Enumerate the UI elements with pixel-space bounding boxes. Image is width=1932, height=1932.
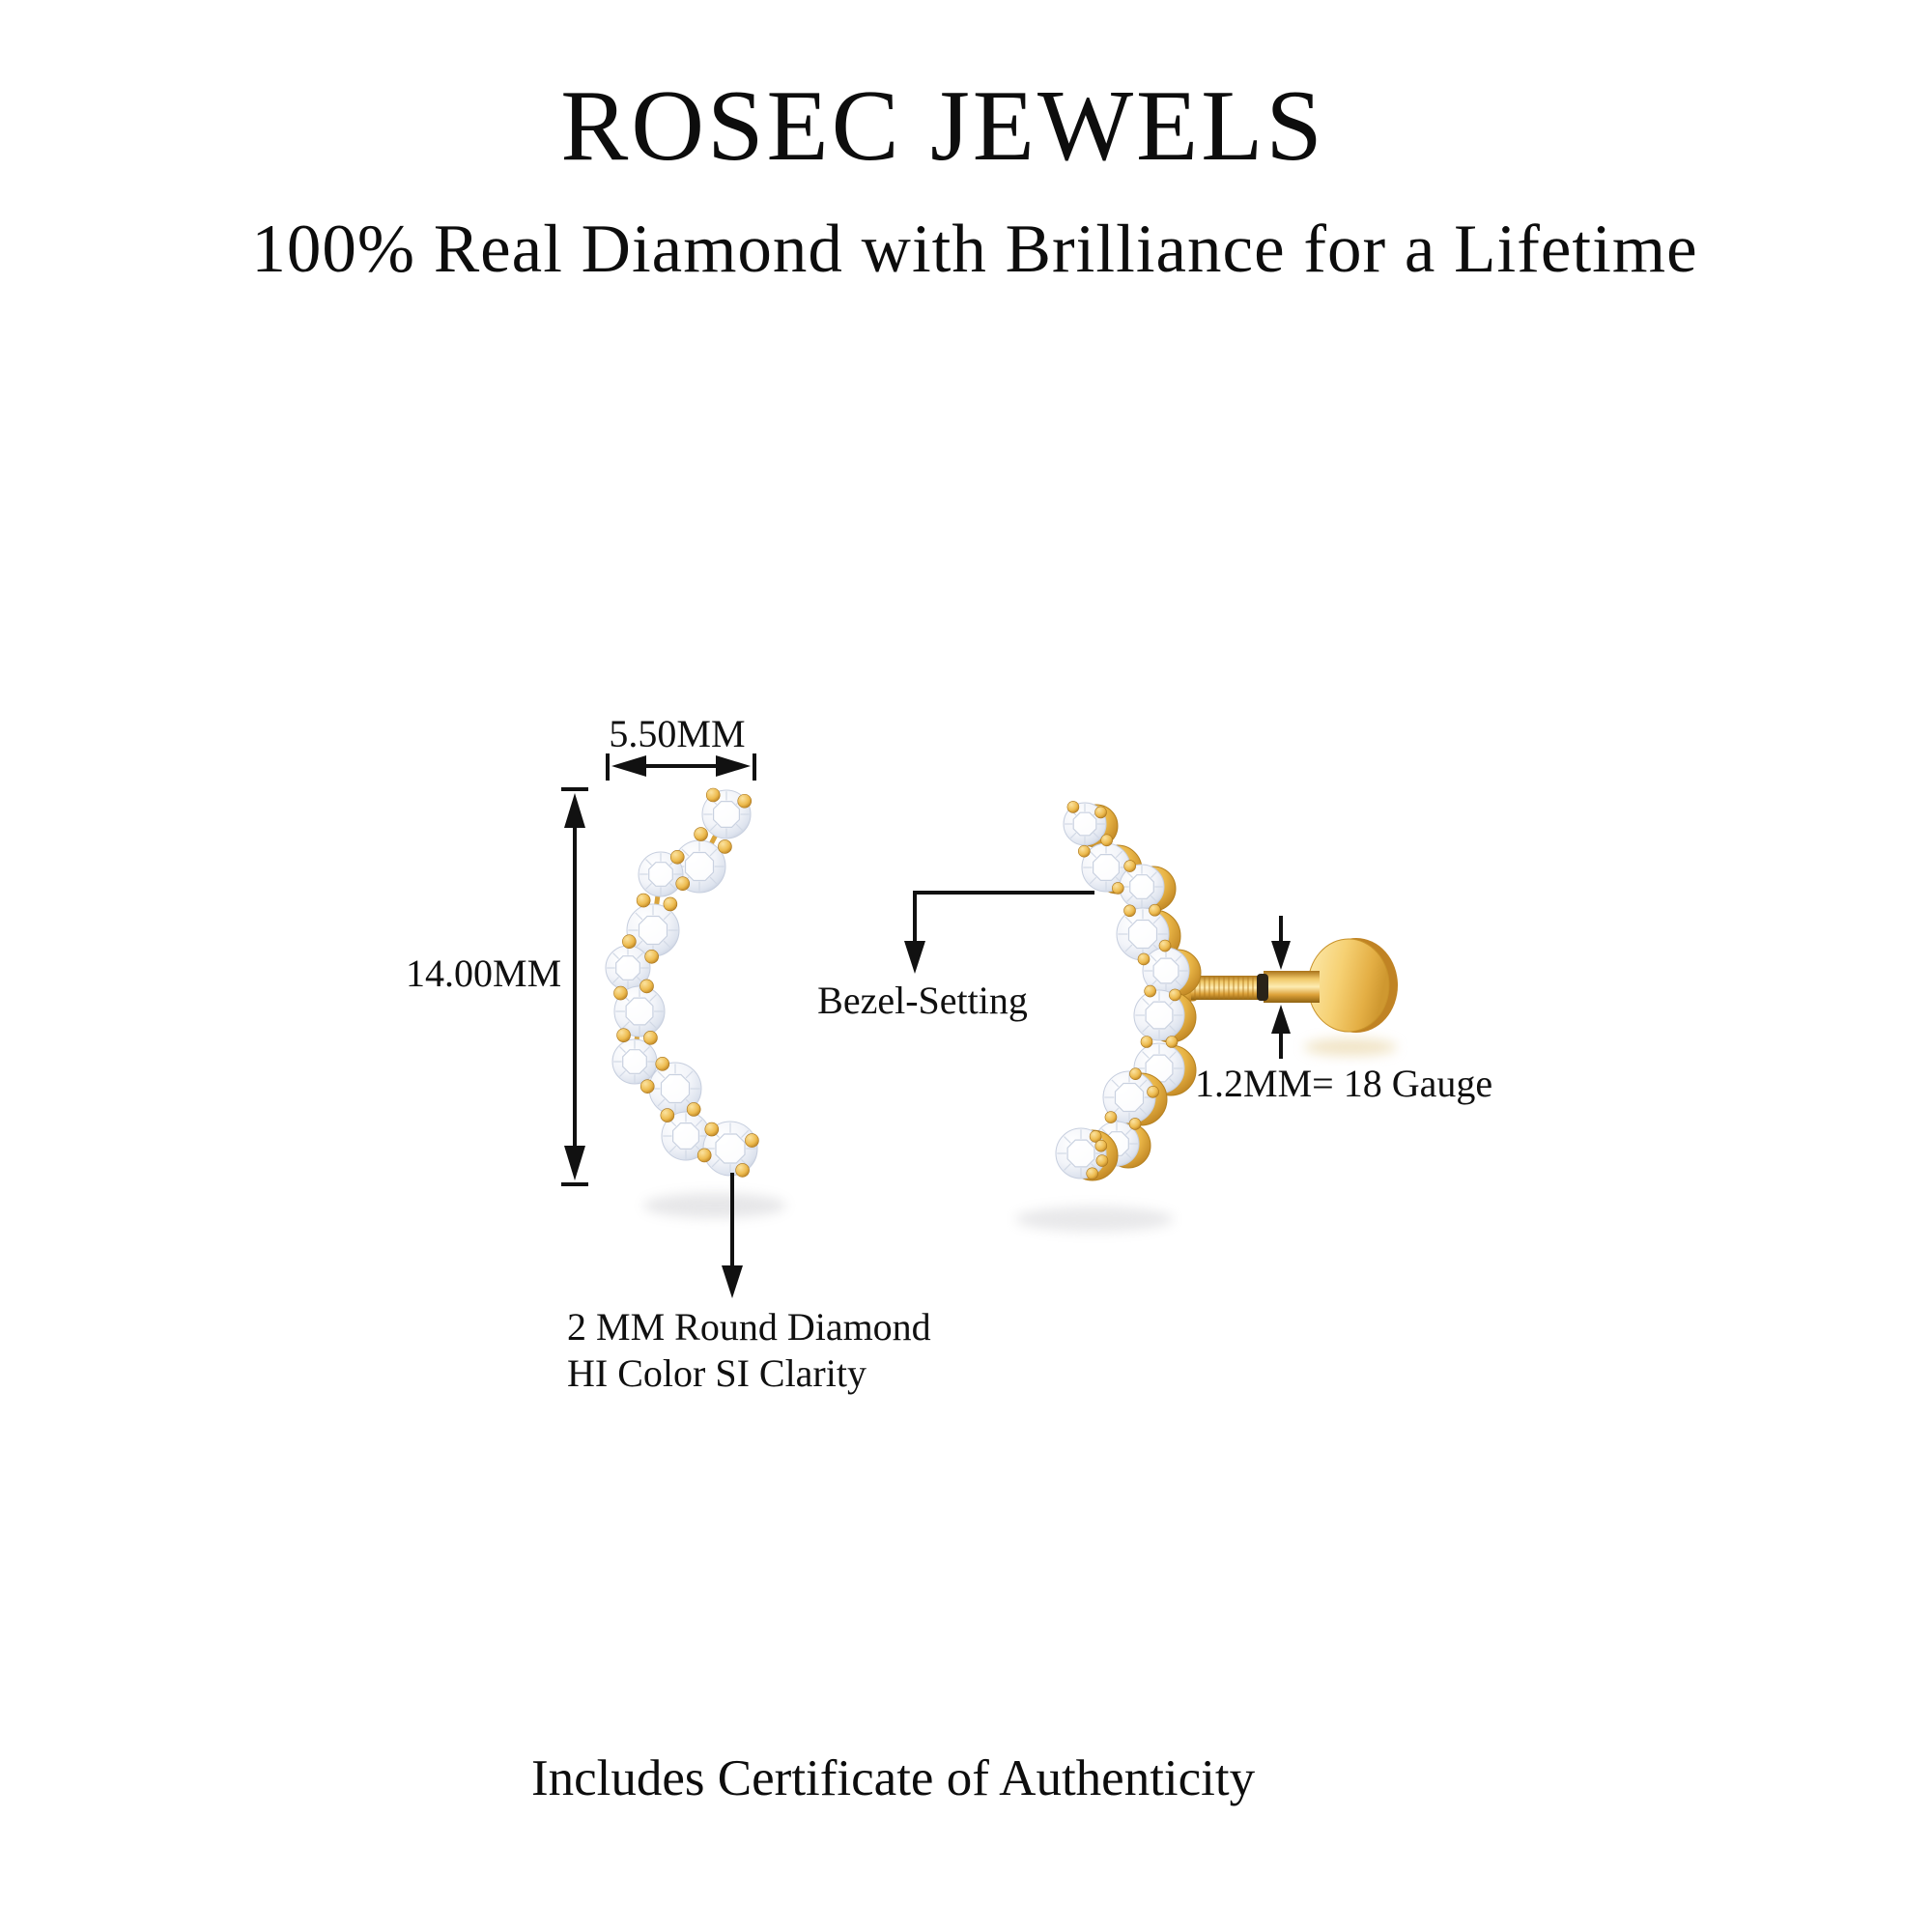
brand-subtitle: 100% Real Diamond with Brilliance for a … <box>251 212 1698 287</box>
gauge-label: 1.2MM= 18 Gauge <box>1195 1062 1493 1105</box>
brand-title: ROSEC JEWELS <box>560 69 1325 182</box>
right-earring-side-view <box>1055 801 1202 1181</box>
certificate-note: Includes Certificate of Authenticity <box>531 1750 1256 1806</box>
height-measurement-label: 14.00MM <box>406 952 562 995</box>
stone-note-line2: HI Color SI Clarity <box>567 1351 867 1395</box>
stone-pointer-arrow <box>722 1173 743 1298</box>
height-dimension-line <box>561 787 588 1186</box>
post-threads <box>1194 977 1254 999</box>
stone-note: 2 MM Round Diamond HI Color SI Clarity <box>567 1304 931 1397</box>
width-measurement-label: 5.50MM <box>609 712 746 755</box>
labret-post <box>1172 938 1398 1033</box>
stone-note-line1: 2 MM Round Diamond <box>567 1305 931 1349</box>
dimension-annotations <box>561 753 1291 1298</box>
gauge-arrows <box>1271 916 1291 1059</box>
bezel-callout-line <box>904 891 1094 974</box>
setting-label: Bezel-Setting <box>817 979 1028 1022</box>
reflections <box>643 1038 1397 1232</box>
left-earring-front-view <box>605 787 759 1178</box>
width-dimension-line <box>606 753 756 781</box>
